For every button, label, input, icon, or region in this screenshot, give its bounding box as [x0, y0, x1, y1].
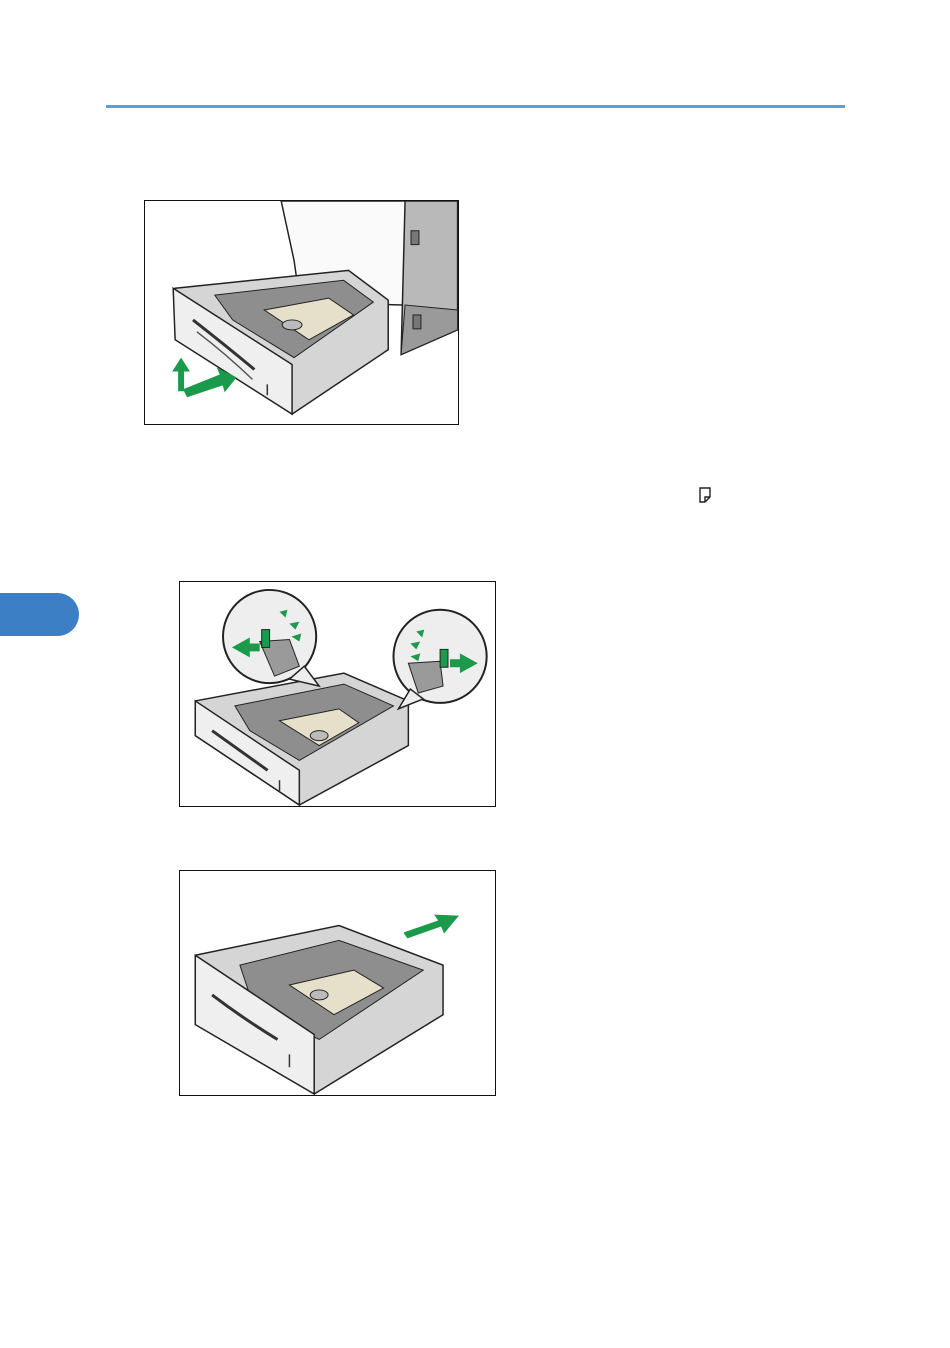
tray-pull-out-illustration [145, 201, 458, 424]
paper-orientation-icon [698, 487, 712, 503]
header-rule [106, 105, 845, 108]
side-guide-release-illustration [180, 582, 495, 806]
side-guide-release-figure [179, 581, 496, 807]
push-tray-in-figure [179, 870, 496, 1096]
push-tray-in-illustration [180, 871, 495, 1095]
chapter-tab [0, 593, 79, 636]
tray-pull-out-figure [144, 200, 459, 425]
